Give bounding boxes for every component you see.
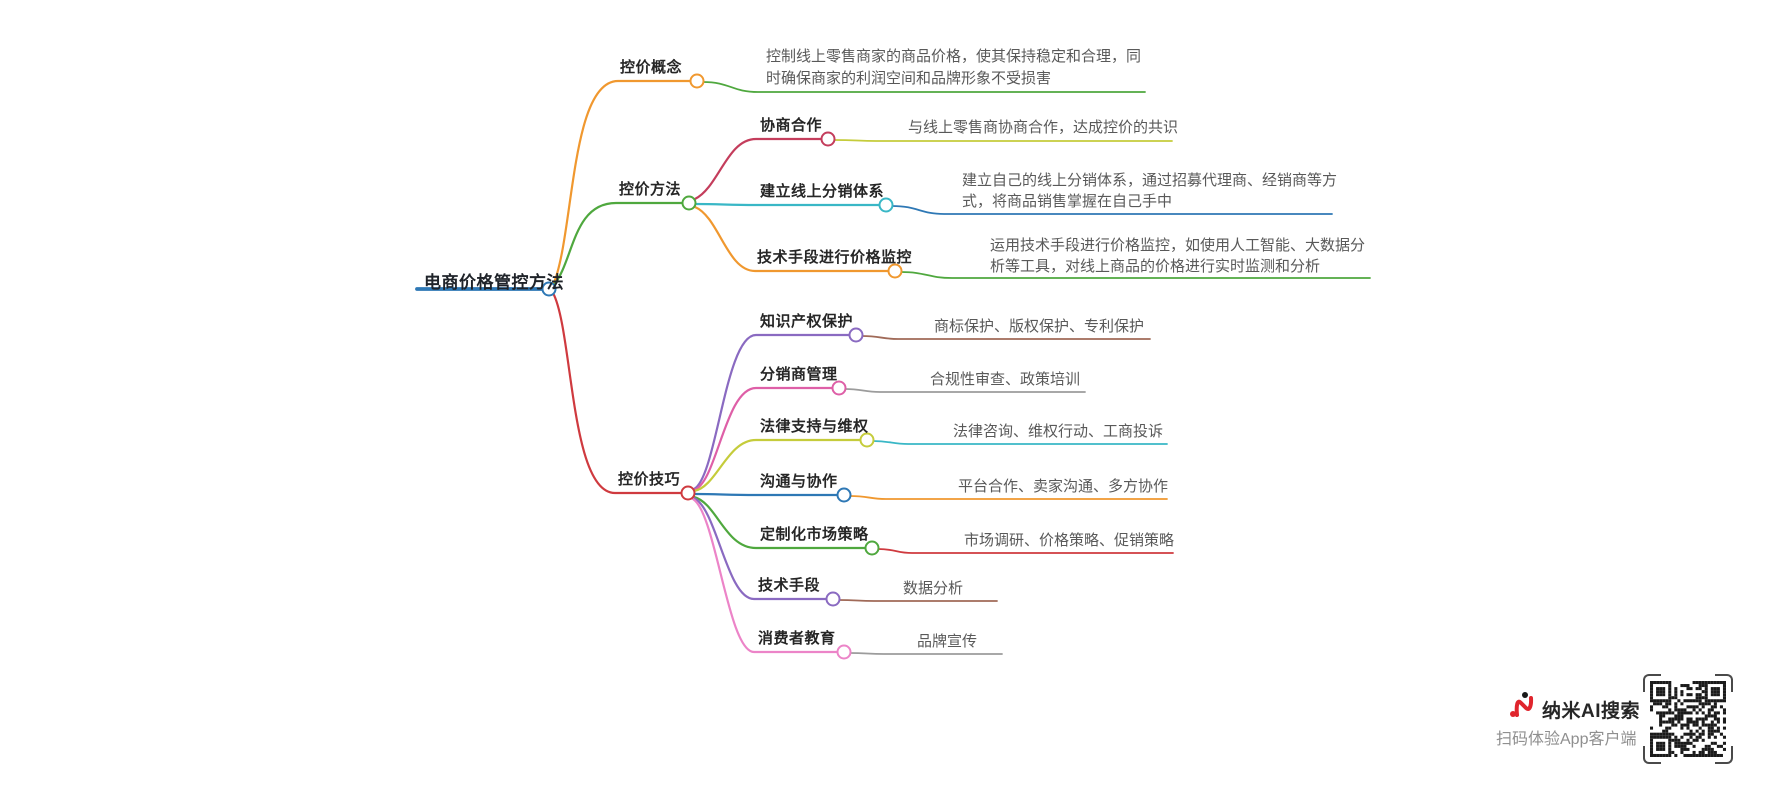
node-label-legal-support[interactable]: 法律支持与维权 <box>760 418 869 435</box>
node-label-communication-collaboration[interactable]: 沟通与协作 <box>760 473 838 490</box>
node-keywords-communication-collaboration[interactable]: 平台合作、卖家沟通、多方协作 <box>958 478 1169 495</box>
leaf-line-consumer-keywords <box>849 652 1003 655</box>
branch-curve-price-control-methods <box>551 201 688 288</box>
node-desc-tech-price-monitoring[interactable]: 运用技术手段进行价格监控，如使用人工智能、大数据分析等工具，对线上商品的价格进行… <box>990 237 1366 275</box>
nano-ai-logo-icon <box>1508 690 1538 720</box>
node-dot-ip-protection[interactable] <box>848 327 864 343</box>
scan-tagline: 扫码体验App客户端 <box>1496 731 1637 748</box>
branch-curve-online-distribution-system <box>693 202 885 207</box>
leaf-line-monitoring-description <box>900 271 1371 279</box>
node-label-ip-protection[interactable]: 知识产权保护 <box>760 313 854 330</box>
node-keywords-distributor-management[interactable]: 合规性审查、政策培训 <box>930 371 1081 388</box>
node-label-negotiation-cooperation[interactable]: 协商合作 <box>760 117 823 134</box>
node-dot-tech-price-monitoring[interactable] <box>887 263 903 279</box>
branch-curve-tech-price-monitoring <box>693 205 894 273</box>
leaf-line-communication-keywords <box>849 495 1168 500</box>
node-label-price-control-skills[interactable]: 控价技巧 <box>618 471 681 488</box>
qr-corner-top-right <box>1715 674 1733 692</box>
branch-curve-consumer-education <box>691 497 843 654</box>
branch-curve-custom-market-strategy <box>692 495 871 550</box>
node-desc-online-distribution-system[interactable]: 建立自己的线上分销体系，通过招募代理商、经销商等方式，将商品销售掌握在自己手中 <box>962 172 1338 210</box>
branch-curve-negotiation-cooperation <box>693 137 827 201</box>
node-dot-tech-means[interactable] <box>825 591 841 607</box>
branch-curve-distributor-management <box>692 386 838 492</box>
node-dot-legal-support[interactable] <box>859 432 875 448</box>
branch-curve-legal-support <box>692 438 866 493</box>
node-dot-price-control-concept[interactable] <box>689 73 705 89</box>
branch-curve-price-control-concept <box>551 79 696 287</box>
node-label-price-control-concept[interactable]: 控价概念 <box>620 59 683 76</box>
qr-corner-bottom-left <box>1643 746 1661 764</box>
node-dot-communication-collaboration[interactable] <box>836 487 852 503</box>
leaf-line-negotiation-description <box>833 139 1173 142</box>
root-node-label[interactable]: 电商价格管控方法 <box>424 273 564 292</box>
node-label-price-control-methods[interactable]: 控价方法 <box>619 181 682 198</box>
node-dot-custom-market-strategy[interactable] <box>864 540 880 556</box>
node-label-consumer-education[interactable]: 消费者教育 <box>758 630 836 647</box>
qr-code <box>1643 674 1733 764</box>
node-dot-negotiation-cooperation[interactable] <box>820 131 836 147</box>
node-label-tech-means[interactable]: 技术手段 <box>758 577 821 594</box>
node-keywords-consumer-education[interactable]: 品牌宣传 <box>917 633 978 650</box>
leaf-line-distribution-description <box>891 205 1333 215</box>
node-dot-root[interactable] <box>541 281 557 297</box>
node-label-tech-price-monitoring[interactable]: 技术手段进行价格监控 <box>757 249 913 266</box>
leaf-line-tech-keywords <box>838 599 998 602</box>
qr-pattern <box>1650 681 1726 757</box>
branch-curve-tech-means <box>692 496 832 601</box>
node-label-distributor-management[interactable]: 分销商管理 <box>760 366 838 383</box>
node-dot-price-control-skills[interactable] <box>680 485 696 501</box>
leaf-line-distributor-keywords <box>844 388 1086 393</box>
node-dot-distributor-management[interactable] <box>831 380 847 396</box>
node-dot-price-control-methods[interactable] <box>681 195 697 211</box>
node-desc-negotiation-cooperation[interactable]: 与线上零售商协商合作，达成控价的共识 <box>908 119 1179 136</box>
leaf-line-concept-description <box>702 81 1146 93</box>
branch-curve-price-control-skills <box>551 291 687 495</box>
leaf-line-strategy-keywords <box>877 548 1174 554</box>
node-keywords-tech-means[interactable]: 数据分析 <box>903 580 964 597</box>
node-label-online-distribution-system[interactable]: 建立线上分销体系 <box>760 183 885 200</box>
node-label-custom-market-strategy[interactable]: 定制化市场策略 <box>760 526 869 543</box>
brand-name: 纳米AI搜索 <box>1542 701 1641 722</box>
leaf-line-legal-keywords <box>872 440 1168 445</box>
leaf-line-ip-keywords <box>861 335 1151 340</box>
node-keywords-ip-protection[interactable]: 商标保护、版权保护、专利保护 <box>934 318 1145 335</box>
node-keywords-legal-support[interactable]: 法律咨询、维权行动、工商投诉 <box>953 423 1164 440</box>
qr-corner-bottom-right <box>1715 746 1733 764</box>
branch-curve-communication-collaboration <box>693 492 843 497</box>
node-dot-consumer-education[interactable] <box>836 644 852 660</box>
node-keywords-custom-market-strategy[interactable]: 市场调研、价格策略、促销策略 <box>964 532 1175 549</box>
node-desc-price-control-concept[interactable]: 控制线上零售商家的商品价格，使其保持稳定和合理，同时确保商家的利润空间和品牌形象… <box>766 48 1142 87</box>
qr-corner-top-left <box>1643 674 1661 692</box>
node-dot-online-distribution-system[interactable] <box>878 197 894 213</box>
branch-curve-ip-protection <box>692 333 855 491</box>
